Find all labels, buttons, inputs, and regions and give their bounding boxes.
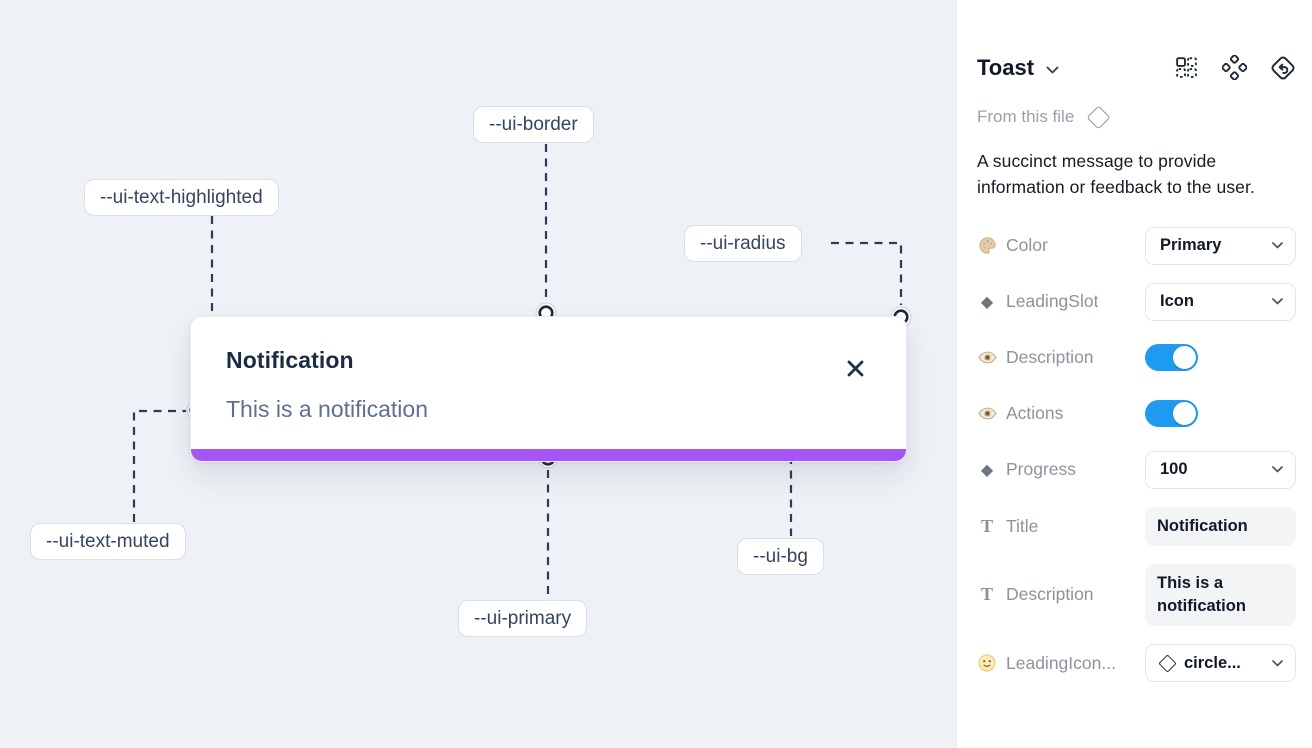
description-toggle[interactable] [1145,344,1198,372]
property-label-color: Color [1006,235,1048,256]
leadingicon-select[interactable]: circle... [1145,644,1296,683]
smiley-icon [977,654,997,672]
css-var-pill-radius[interactable]: --ui-radius [684,225,802,262]
property-row-color: Color Primary [977,226,1296,265]
leadingslot-select[interactable]: Icon [1145,282,1296,321]
source-label: From this file [977,107,1075,126]
close-icon [847,360,863,376]
property-label-description: Description [1006,347,1094,368]
property-label-leadingicon: LeadingIcon... [1006,652,1116,673]
component-icon[interactable] [1221,54,1248,81]
property-label-description-text: Description [1006,584,1094,605]
source-row: From this file [977,104,1296,130]
eye-icon [977,407,997,420]
css-var-pill-border[interactable]: --ui-border [473,106,594,143]
actions-toggle[interactable] [1145,400,1198,428]
property-row-leadingicon: LeadingIcon... circle... [977,644,1296,683]
toggle-knob [1173,346,1196,370]
color-select[interactable]: Primary [1145,226,1296,265]
css-var-pill-text-highlighted[interactable]: --ui-text-highlighted [84,179,279,216]
chevron-down-icon [1272,659,1283,666]
panel-header: Toast [977,54,1296,81]
component-title-dropdown[interactable] [1046,66,1059,74]
chevron-down-icon [1272,242,1283,249]
property-label-actions: Actions [1006,403,1064,424]
progress-select[interactable]: 100 [1145,450,1296,489]
instance-grid-icon[interactable] [1173,54,1200,81]
chevron-down-icon [1046,66,1059,73]
property-label-title: Title [1006,515,1039,536]
connector-line-radius [831,241,903,305]
css-var-pill-bg[interactable]: --ui-bg [737,538,824,575]
component-preview-canvas: Notification This is a notification --ui… [0,0,956,748]
chevron-down-icon [1272,298,1283,305]
toast-title: Notification [226,347,354,373]
toggle-knob [1173,402,1196,426]
diamond-icon: ◆ [980,293,994,311]
property-label-leadingslot: LeadingSlot [1006,291,1099,312]
title-field[interactable]: Notification [1145,506,1296,546]
properties-panel: Toast [956,0,1312,748]
property-list: Color Primary ◆ LeadingSlot Icon [977,226,1296,683]
description-field[interactable]: This is a notification [1145,563,1296,627]
property-row-description-text: T Description This is a notification [977,563,1296,627]
chevron-down-icon [1272,466,1283,473]
property-row-title: T Title Notification [977,506,1296,546]
leadingicon-select-value: circle... [1184,653,1241,672]
property-row-leadingslot: ◆ LeadingSlot Icon [977,282,1296,321]
property-row-progress: ◆ Progress 100 [977,450,1296,489]
component-diamond-icon [1158,653,1177,673]
leadingslot-select-value: Icon [1160,292,1194,311]
toast-close-button[interactable] [844,357,866,379]
toast-progress-bar [191,449,906,461]
css-var-pill-primary[interactable]: --ui-primary [458,600,588,637]
component-description: A succinct message to provide informatio… [977,151,1255,197]
component-title: Toast [977,54,1035,80]
go-to-main-component-icon[interactable] [1269,54,1296,81]
progress-select-value: 100 [1160,460,1188,479]
property-label-progress: Progress [1006,459,1077,480]
toast-description: This is a notification [226,396,428,422]
diamond-icon: ◆ [980,461,994,479]
eye-icon [977,351,997,364]
property-row-actions-toggle: Actions [977,395,1296,433]
connector-line-text-muted [132,409,186,522]
css-var-pill-text-muted[interactable]: --ui-text-muted [30,523,186,560]
toast-component-preview[interactable]: Notification This is a notification [190,316,907,462]
text-icon: T [980,584,993,605]
component-diamond-icon [1086,104,1111,130]
property-row-description-toggle: Description [977,339,1296,377]
text-icon: T [980,515,993,536]
color-select-value: Primary [1160,236,1222,255]
palette-icon [977,236,997,255]
